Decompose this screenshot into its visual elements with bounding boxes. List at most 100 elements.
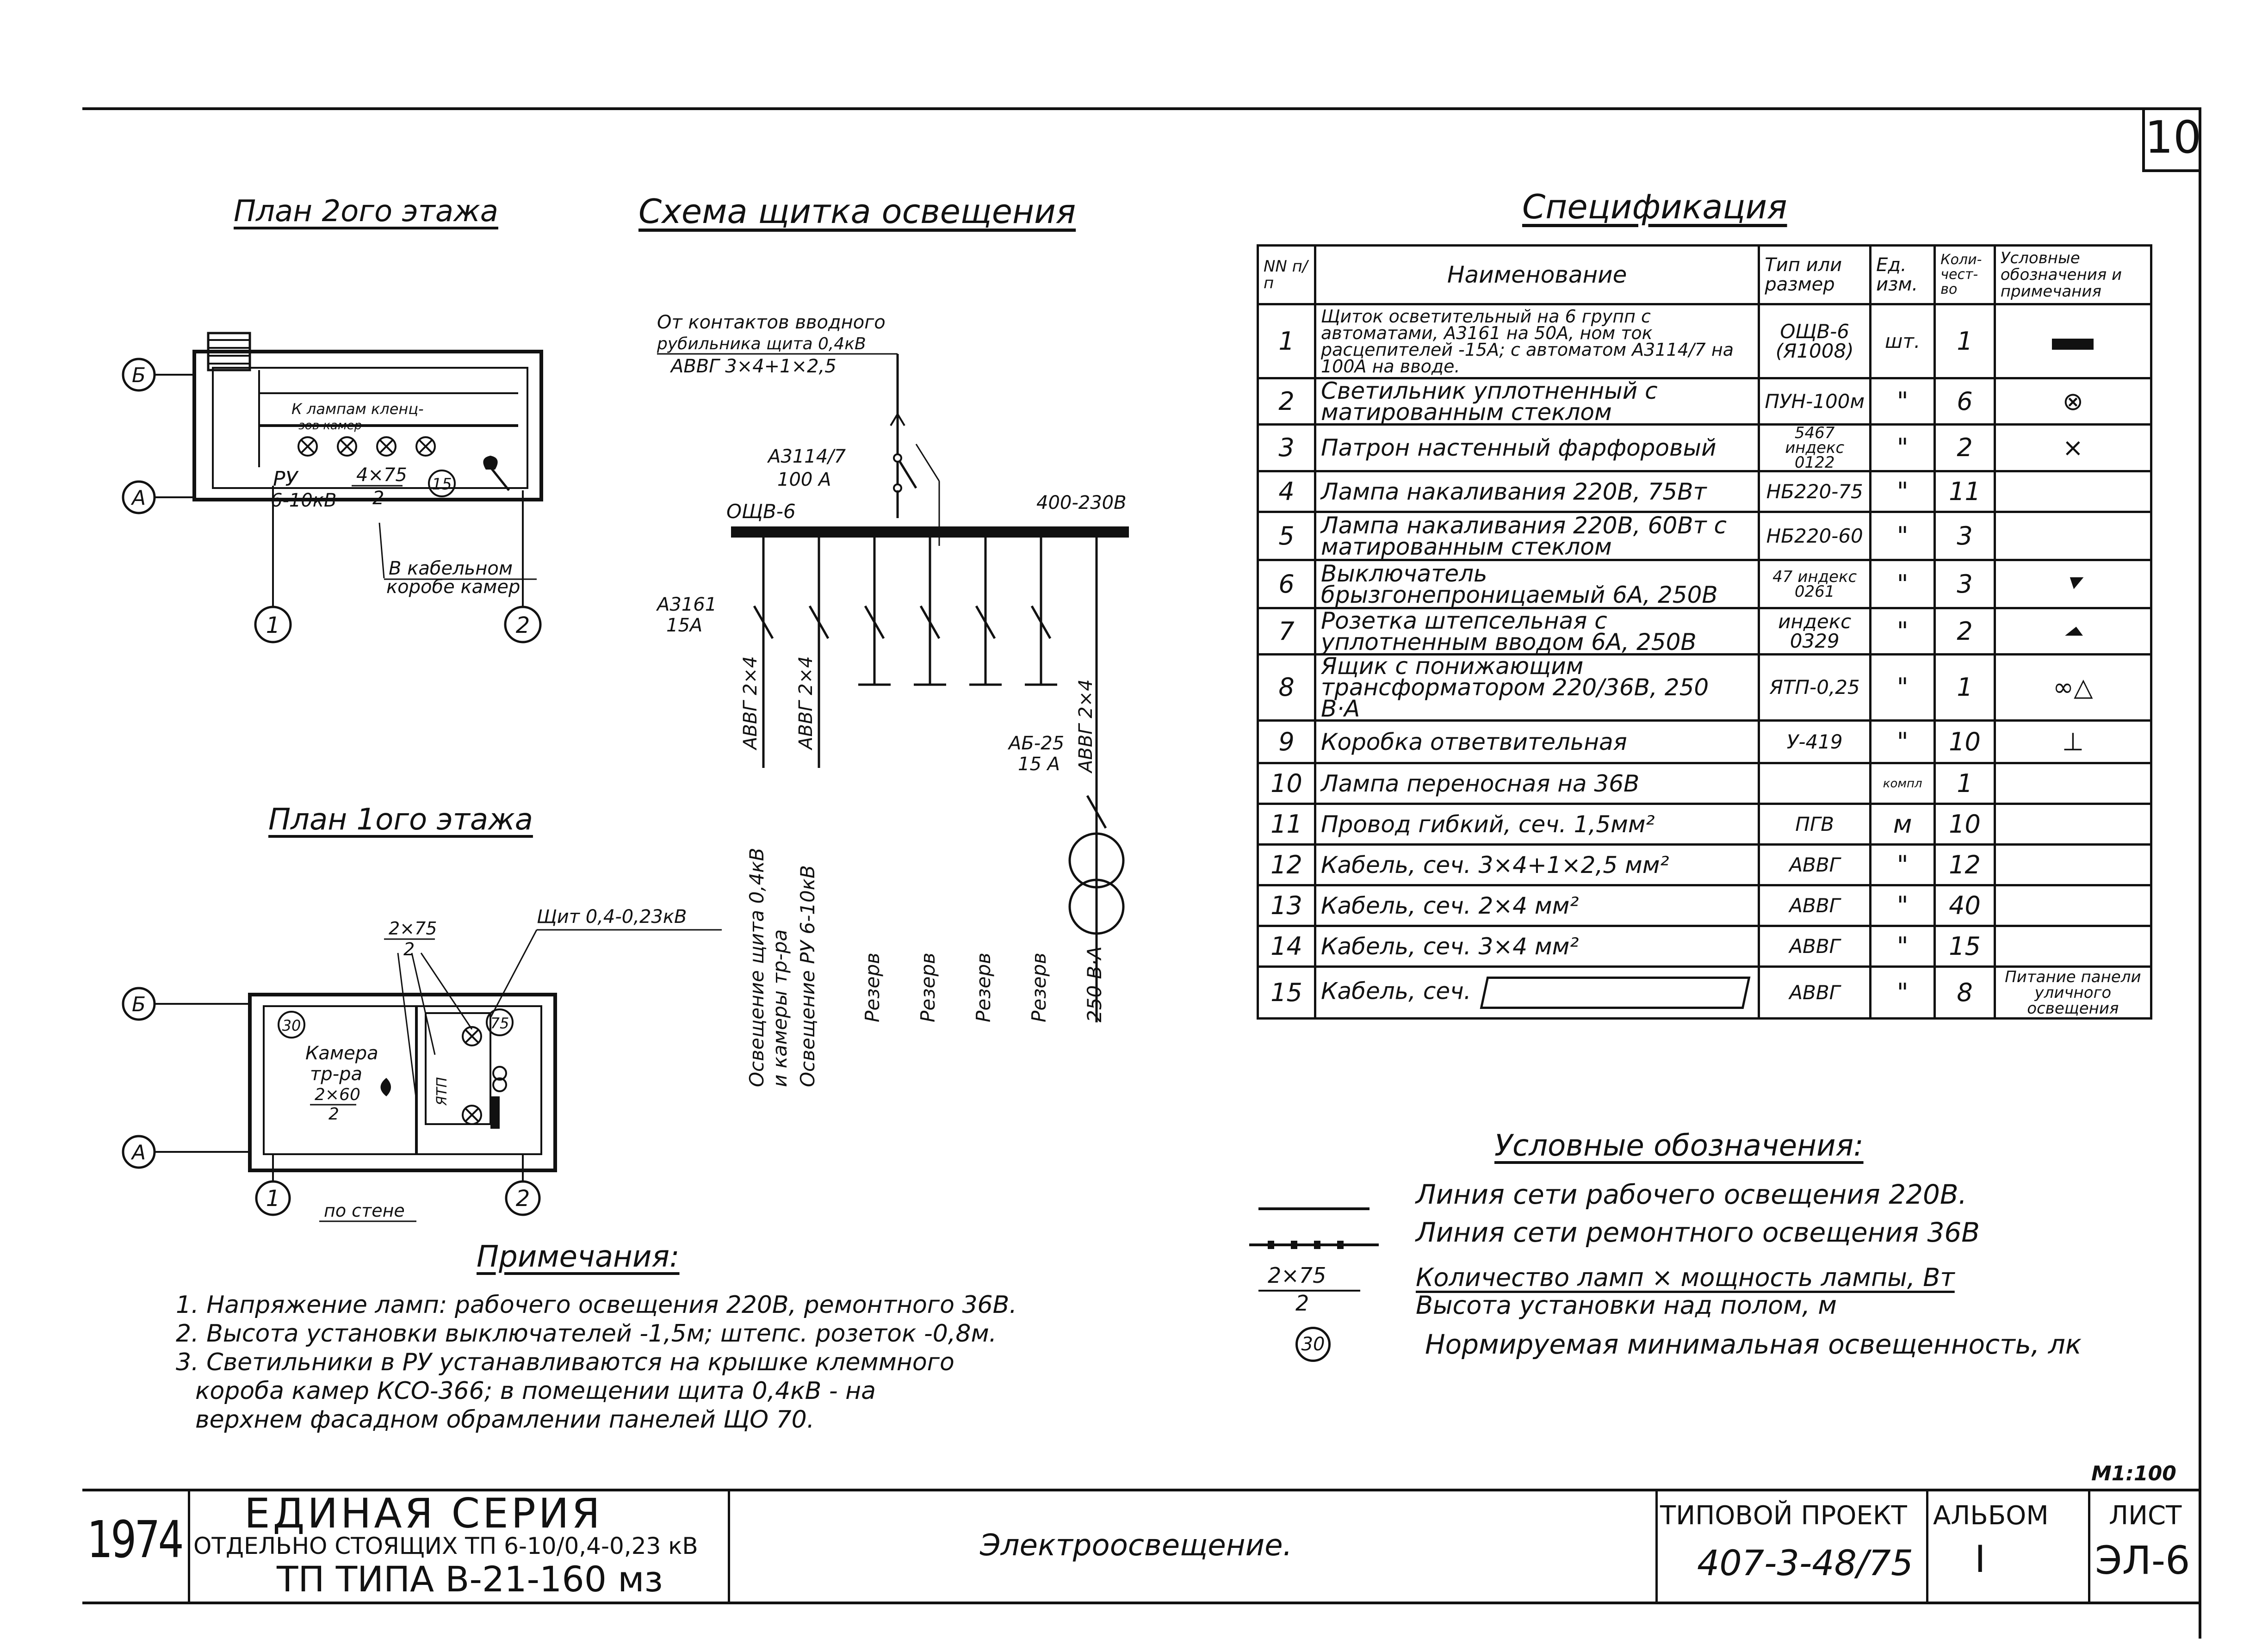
scheme-circuit-5: Резерв xyxy=(917,952,939,1022)
spec-qty: 10 xyxy=(1933,803,1996,846)
spec-qty: 3 xyxy=(1933,511,1996,561)
table-row: 7 Розетка штепсельная с уплотненным ввод… xyxy=(1257,607,2153,656)
heading-scheme: Схема щитка освещения xyxy=(638,192,1076,231)
spec-symbol-empty xyxy=(1993,925,2153,968)
spec-header-num: NN п/п xyxy=(1257,244,1316,305)
note-1: 1. Напряжение ламп: рабочего освещения 2… xyxy=(176,1291,1017,1319)
plan1-wall: по стене xyxy=(324,1200,405,1221)
table-row: 15 Кабель, сеч. АВВГ " 8 Питание панели … xyxy=(1257,965,2153,1020)
spec-blank-box xyxy=(1480,976,1750,1009)
plan2-ru: РУ xyxy=(273,467,299,491)
legend-line-220-sample xyxy=(1258,1207,1369,1210)
spec-num: 8 xyxy=(1257,653,1316,722)
plan2-stair xyxy=(207,332,251,371)
spec-qty: 1 xyxy=(1933,653,1996,722)
spec-unit: " xyxy=(1869,653,1936,722)
table-row: 3 Патрон настенный фарфоровый 5467 индек… xyxy=(1257,423,2153,472)
switch-symbol-icon: ⯆ xyxy=(1993,559,2153,609)
spec-type: индекс 0329 xyxy=(1758,607,1872,656)
scheme-circuit-4: Резерв xyxy=(861,952,884,1022)
spec-type: ПГВ xyxy=(1758,803,1872,846)
table-row: 11 Провод гибкий, сеч. 1,5мм² ПГВ м 10 xyxy=(1257,803,2153,846)
spec-symbol-empty xyxy=(1993,803,2153,846)
socket-symbol-icon: ⨯ xyxy=(1993,423,2153,472)
tb-sep-2 xyxy=(728,1491,730,1602)
spec-type: ЯТП-0,25 xyxy=(1758,653,1872,722)
scale: М1:100 xyxy=(2091,1462,2176,1485)
scheme-fuse-box: АБ-25 xyxy=(1007,733,1064,754)
scheme-circuit-2: и камеры тр-ра xyxy=(768,929,791,1087)
spec-header-note: Условные обозначения и примечания xyxy=(1993,244,2153,305)
scheme-main-rating: 100 А xyxy=(777,469,831,490)
table-row: 4 Лампа накаливания 220В, 75Вт НБ220-75 … xyxy=(1257,470,2153,513)
scheme-cable-2: АВВГ 2×4 xyxy=(795,656,817,751)
plan1-chamber-2: тр-ра xyxy=(310,1064,362,1085)
plan2-axis-a: А xyxy=(130,486,146,510)
spec-type: ПУН-100м xyxy=(1758,377,1872,426)
tb-sep-4 xyxy=(1926,1491,1928,1602)
scheme-cable-3: АВВГ 2×4 xyxy=(1075,679,1097,774)
spec-qty: 6 xyxy=(1933,377,1996,426)
spec-num: 12 xyxy=(1257,843,1316,886)
spec-name: Лампа накаливания 220В, 75Вт xyxy=(1314,470,1760,513)
spec-unit: " xyxy=(1869,719,1936,764)
spec-unit: " xyxy=(1869,470,1936,513)
tb-sheet-value: ЭЛ-6 xyxy=(2095,1538,2190,1583)
spec-type: АВВГ xyxy=(1758,884,1872,927)
spec-type: АВВГ xyxy=(1758,843,1872,886)
heading-spec: Спецификация xyxy=(1522,187,1787,226)
title-block: 1974 ЕДИНАЯ СЕРИЯ ОТДЕЛЬНО СТОЯЩИХ ТП 6-… xyxy=(82,1489,2201,1604)
table-row: 2 Светильник уплотненный с матированным … xyxy=(1257,377,2153,426)
plan2-lamp-note-1: К лампам кленц- xyxy=(291,400,424,418)
table-row: 5 Лампа накаливания 220В, 60Вт с матиров… xyxy=(1257,511,2153,561)
spec-num: 9 xyxy=(1257,719,1316,764)
scheme-panel: ОЩВ-6 xyxy=(726,500,796,523)
scheme-circuit-8: 250 В·А xyxy=(1083,946,1106,1022)
spec-type: НБ220-75 xyxy=(1758,470,1872,513)
spec-name: Кабель, сеч. xyxy=(1314,965,1760,1020)
spec-qty: 3 xyxy=(1933,559,1996,609)
legend-circle-text: Нормируемая минимальная освещенность, лк xyxy=(1425,1329,2082,1360)
tb-sep-1 xyxy=(188,1491,190,1602)
spec-symbol xyxy=(1993,303,2153,379)
spec-unit: шт. xyxy=(1869,303,1936,379)
spec-unit: " xyxy=(1869,965,1936,1020)
table-row: 9 Коробка ответвительная У-419 " 10 ⊥ xyxy=(1257,719,2153,764)
spec-name: Розетка штепсельная с уплотненным вводом… xyxy=(1314,607,1760,656)
scheme-breaker: А3161 xyxy=(656,594,717,615)
spec-type: У-419 xyxy=(1758,719,1872,764)
sheet-number-box: 10 xyxy=(2142,107,2201,172)
plan2-axis-2: 2 xyxy=(516,612,530,638)
tb-subject: Электроосвещение. xyxy=(980,1528,1292,1563)
spec-symbol-empty xyxy=(1993,884,2153,927)
spec-name: Светильник уплотненный с матированным ст… xyxy=(1314,377,1760,426)
spec-unit: компл xyxy=(1869,762,1936,805)
notes: 1. Напряжение ламп: рабочего освещения 2… xyxy=(176,1291,1017,1434)
table-row: 6 Выключатель брызгонепроницаемый 6А, 25… xyxy=(1257,559,2153,609)
tb-project-value: 407-3-48/75 xyxy=(1697,1542,1914,1583)
table-row: 10 Лампа переносная на 36В компл 1 xyxy=(1257,762,2153,805)
scheme-circuit-1: Освещение щита 0,4кВ xyxy=(745,848,768,1087)
legend-line-220: Линия сети рабочего освещения 220В. xyxy=(1416,1179,1967,1210)
spec-qty: 2 xyxy=(1933,607,1996,656)
scheme-feed-1: От контактов вводного xyxy=(657,312,886,333)
lamp-symbol-icon: ⊗ xyxy=(1993,377,2153,426)
table-row: 1 Щиток осветительный на 6 групп с автом… xyxy=(1257,303,2153,379)
spec-num: 11 xyxy=(1257,803,1316,846)
bar-symbol-icon xyxy=(2052,338,2094,350)
plan2-lamps xyxy=(297,436,436,457)
tb-album-label: АЛЬБОМ xyxy=(1933,1501,2049,1531)
spec-name: Кабель, сеч. 2×4 мм² xyxy=(1314,884,1760,927)
tb-series: ЕДИНАЯ СЕРИЯ xyxy=(244,1490,603,1537)
spec-symbol-empty xyxy=(1993,511,2153,561)
plan1-frac-top: 2×75 xyxy=(389,918,437,939)
tb-series-sub: ОТДЕЛЬНО СТОЯЩИХ ТП 6-10/0,4-0,23 кВ xyxy=(193,1533,698,1559)
scheme-drawing: От контактов вводного рубильника щита 0,… xyxy=(656,312,1129,1087)
frame-top-line xyxy=(82,107,2201,110)
plan1-drawing: Б А 1 2 Щит 0,4-0,23кВ 2×75 2 30 75 Каме… xyxy=(122,906,722,1222)
heading-legend: Условные обозначения: xyxy=(1494,1129,1864,1163)
spec-type: АВВГ xyxy=(1758,965,1872,1020)
spec-header-name: Наименование xyxy=(1314,244,1760,305)
heading-floor2: План 2ого этажа xyxy=(234,194,498,229)
spec-name: Кабель, сеч. 3×4 мм² xyxy=(1314,925,1760,968)
